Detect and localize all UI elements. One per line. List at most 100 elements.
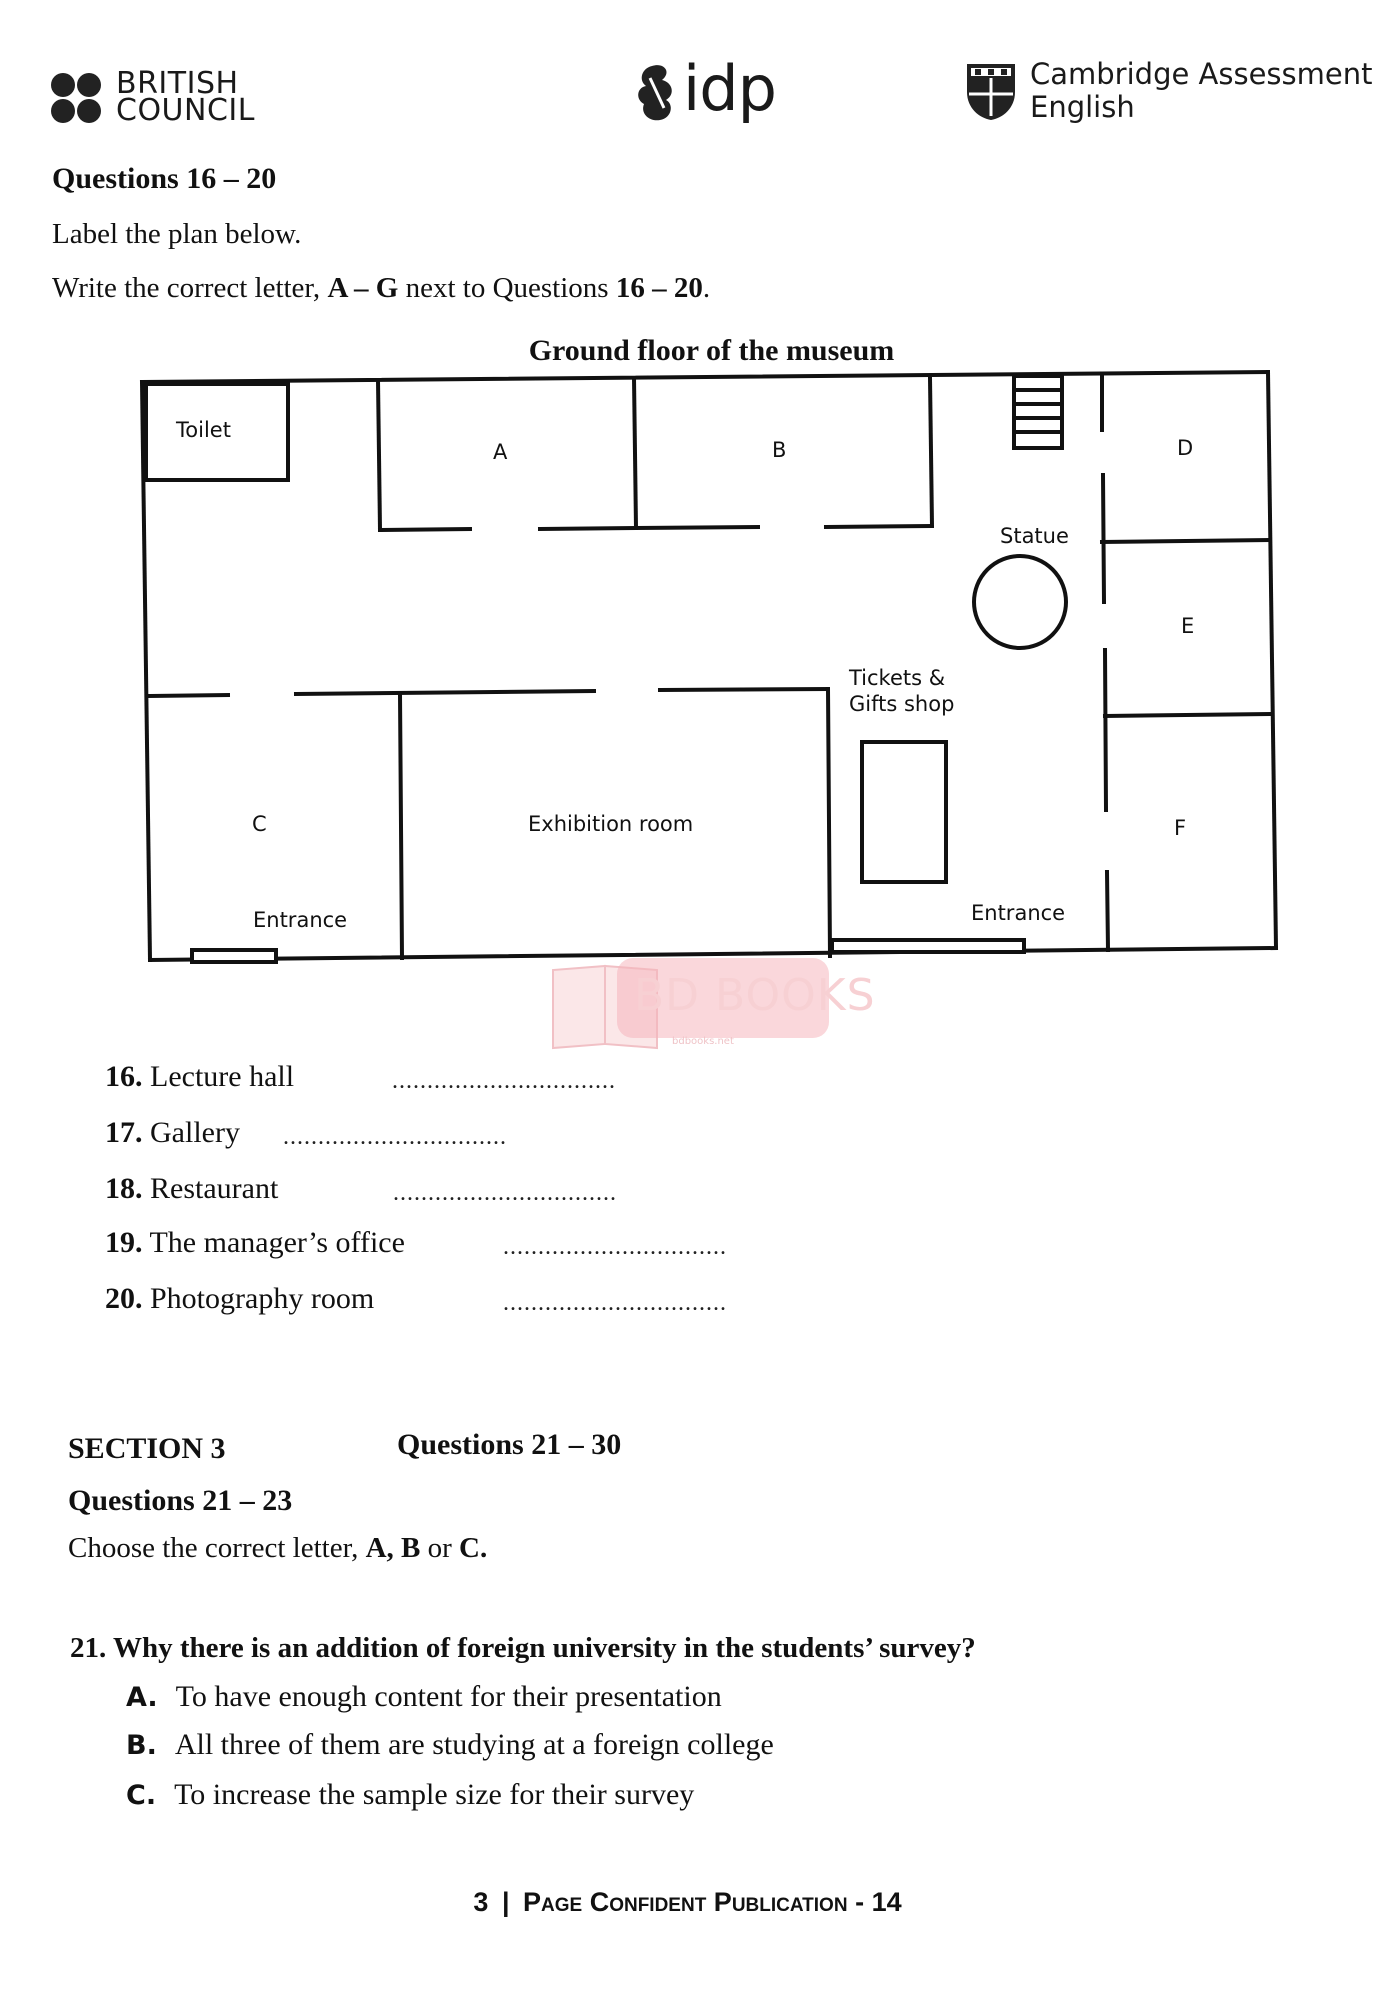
british-council-logo-icon [51, 73, 101, 123]
room-a-b-divider [631, 375, 639, 531]
instruction-pre: Choose the correct letter, [68, 1532, 366, 1564]
outer-wall-bottom [147, 945, 1279, 963]
outer-wall-left [139, 379, 153, 963]
room-d-bottom [1099, 537, 1273, 545]
footer-separator: | [501, 1887, 510, 1917]
answer-blank-16[interactable]: ................................ [392, 1068, 616, 1094]
instruction-letters: A – G [327, 272, 399, 304]
statue-label: Statue [1000, 524, 1069, 548]
toilet-room [144, 382, 290, 482]
cambridge-line2: English [1030, 90, 1135, 124]
choose-letter-instruction: Choose the correct letter, A, B or C. [68, 1532, 487, 1565]
instruction-question-range: 16 – 20 [615, 272, 703, 304]
question-text: Gallery [150, 1116, 240, 1149]
option-letter: B. [126, 1730, 157, 1761]
option-text: All three of them are studying at a fore… [174, 1728, 774, 1761]
option-a[interactable]: A. To have enough content for their pres… [126, 1680, 722, 1714]
instruction-mid: or [420, 1532, 460, 1564]
instruction-letter-c: C. [459, 1532, 488, 1564]
plan-title-text: Ground floor of the museum [528, 334, 895, 367]
question-text: Lecture hall [150, 1060, 295, 1093]
corridor-wall-3 [657, 686, 831, 693]
room-c-label: C [252, 812, 267, 836]
option-text: To have enough content for their present… [175, 1680, 722, 1713]
room-f-label: F [1174, 816, 1187, 840]
room-ef-left-wall [1102, 647, 1109, 813]
room-a-bottom-right [537, 525, 637, 532]
option-letter: A. [126, 1682, 158, 1713]
watermark-subtext: bdbooks.net [672, 1036, 734, 1047]
section-3-label: SECTION 3 [68, 1432, 226, 1465]
instruction-mid: next to Questions [398, 272, 616, 304]
cambridge-logo-text: Cambridge Assessment English [1030, 58, 1373, 124]
letter-instruction: Write the correct letter, A – G next to … [52, 272, 710, 305]
room-a-left-wall [375, 377, 383, 533]
page-footer: 3 | Page Confident Publication - 14 [0, 1887, 1375, 1918]
tickets-desk [860, 740, 948, 884]
entrance-left-door [190, 948, 278, 964]
british-council-logo-text: BRITISH COUNCIL [116, 69, 255, 126]
stairs [1012, 374, 1064, 450]
option-text: To increase the sample size for their su… [174, 1778, 695, 1811]
question-20: 20. Photography room [105, 1282, 374, 1316]
exhibition-right-wall [825, 686, 833, 959]
question-text: Restaurant [150, 1172, 279, 1205]
room-e-label: E [1181, 614, 1195, 638]
museum-floor-plan [139, 369, 1279, 964]
answer-blank-18[interactable]: ................................ [393, 1180, 617, 1206]
instruction-pre: Write the correct letter, [52, 272, 328, 304]
question-19: 19. The manager’s office [105, 1226, 405, 1260]
room-d-label: D [1177, 436, 1194, 460]
room-b-right-wall [927, 375, 935, 529]
question-text: Why there is an addition of foreign univ… [112, 1632, 976, 1664]
answer-blank-19[interactable]: ................................ [503, 1234, 727, 1260]
option-c[interactable]: C. To increase the sample size for their… [126, 1778, 694, 1812]
room-e-bottom [1102, 711, 1275, 719]
tickets-label-line1: Tickets & [849, 666, 946, 690]
room-b-label: B [772, 438, 787, 462]
room-de-left-wall [1100, 472, 1107, 605]
outer-wall-top [139, 369, 1271, 385]
question-number: 16. [105, 1060, 143, 1093]
watermark-text: BD BOOKS [634, 970, 876, 1021]
corridor-wall-2 [293, 688, 597, 697]
instruction-end: . [702, 272, 711, 304]
answer-blank-17[interactable]: ................................ [283, 1124, 507, 1150]
outer-wall-right [1265, 369, 1279, 951]
question-18: 18. Restaurant [105, 1172, 278, 1206]
statue-circle [972, 554, 1068, 650]
room-b-bottom-left [633, 524, 761, 531]
corridor-wall-1 [147, 692, 231, 699]
question-number: 17. [105, 1116, 143, 1149]
question-number: 20. [105, 1282, 143, 1315]
option-b[interactable]: B. All three of them are studying at a f… [126, 1728, 774, 1762]
room-f-left-wall-lower [1104, 869, 1111, 953]
cambridge-line1: Cambridge Assessment [1030, 57, 1373, 91]
label-instruction: Label the plan below. [52, 218, 302, 250]
idp-logo-text: idp [683, 52, 777, 125]
plan-title: Ground floor of the museum [0, 334, 1375, 368]
cambridge-shield-icon [967, 64, 1015, 120]
room-c-right-wall [397, 691, 405, 961]
section-3-range: Questions 21 – 30 [397, 1428, 622, 1461]
question-16: 16. Lecture hall [105, 1060, 294, 1094]
question-number: 18. [105, 1172, 143, 1205]
room-a-bottom-left [377, 526, 473, 533]
tickets-label-line2: Gifts shop [849, 692, 955, 716]
question-text: Photography room [150, 1282, 375, 1315]
entrance-left-label: Entrance [253, 908, 348, 932]
answer-blank-20[interactable]: ................................ [503, 1290, 727, 1316]
room-a-label: A [493, 440, 508, 464]
instruction-letters: A, B [365, 1532, 421, 1564]
page-number: 3 [473, 1887, 489, 1917]
publication-name: Page Confident Publication [523, 1887, 848, 1917]
question-number: 21. [70, 1632, 107, 1664]
question-21: 21. Why there is an addition of foreign … [70, 1632, 976, 1665]
bd-books-watermark-icon [552, 958, 829, 1050]
entrance-right-door [830, 938, 1026, 954]
idp-logo-icon [638, 65, 672, 121]
toilet-label: Toilet [176, 418, 231, 442]
question-17: 17. Gallery [105, 1116, 240, 1150]
questions-16-20-heading: Questions 16 – 20 [52, 162, 277, 195]
entrance-right-label: Entrance [971, 901, 1066, 925]
